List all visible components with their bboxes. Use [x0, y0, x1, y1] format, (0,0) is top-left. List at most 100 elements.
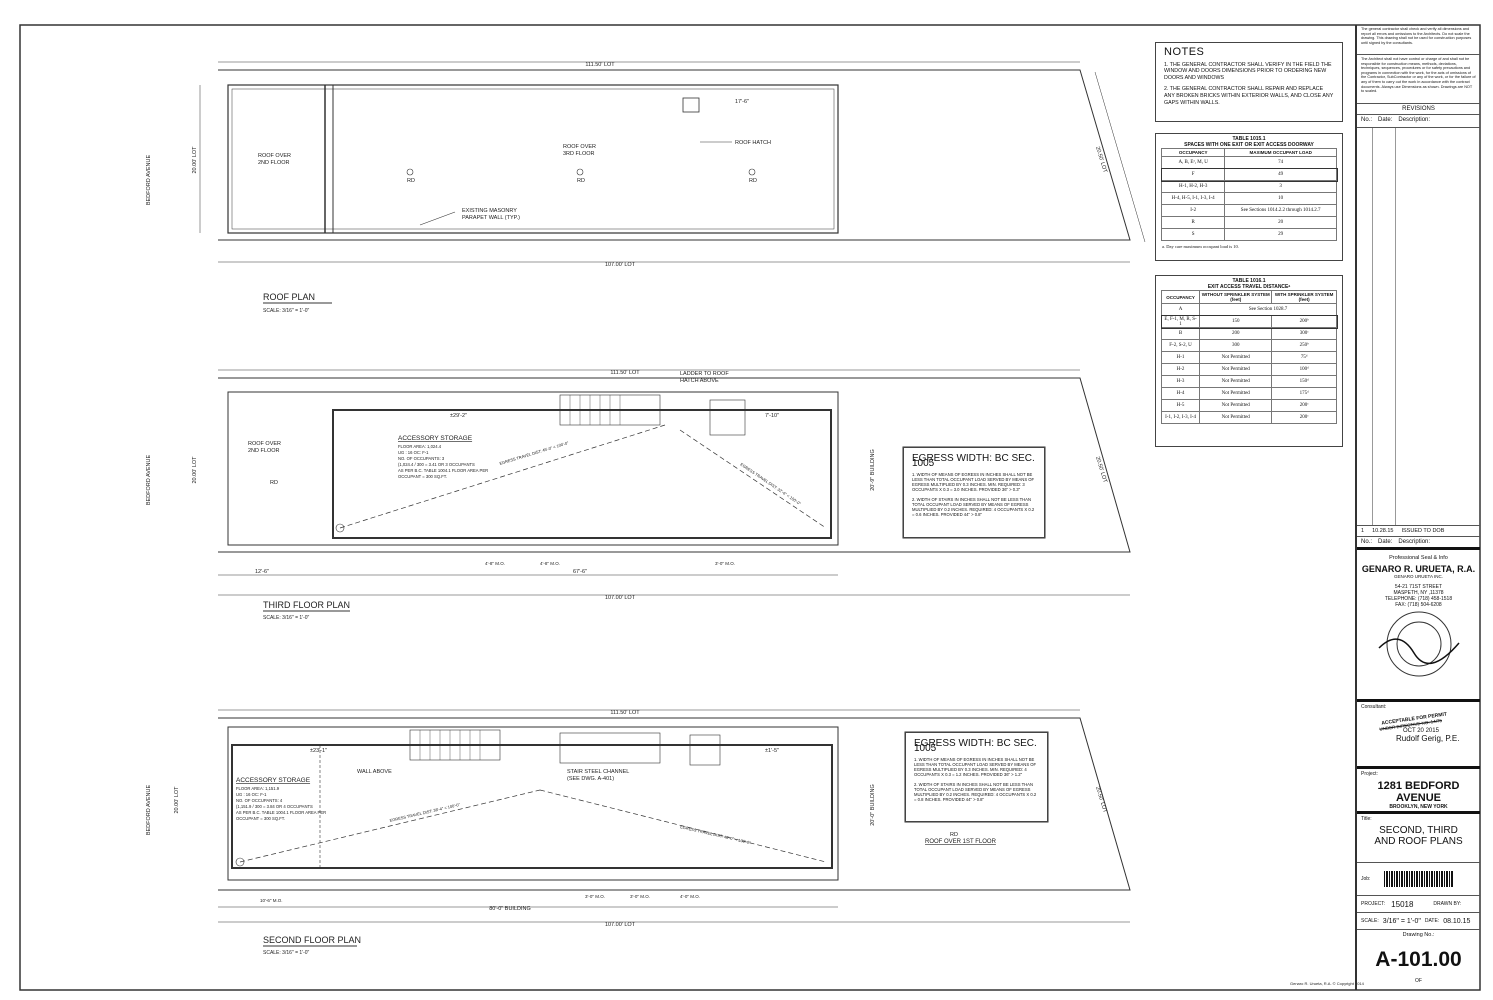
roof-label-left-1: ROOF OVER [258, 153, 291, 159]
second-dim-front: 10'-6" M.O. [260, 898, 282, 903]
table-cell: 74 [1224, 156, 1337, 169]
roof-dim-right: 20.50' LOT [1094, 146, 1108, 174]
date-label: DATE: [1424, 918, 1440, 924]
second-floor-scale: SCALE: 3/16" = 1'-0" [263, 950, 310, 956]
revisions-footer: No.: Date: Description: [1357, 537, 1480, 550]
disclaimer-2: The Architect shall not have control or … [1357, 55, 1480, 104]
street-label: BEDFORD AVENUE [146, 155, 152, 206]
roof-label-main-1: ROOF OVER [563, 144, 596, 150]
second-dim-left: 20.00' LOT [174, 786, 180, 814]
table-cell: Not Permitted [1199, 375, 1273, 388]
egress-width-box-second: EGRESS WIDTH: BC SEC. 1005 1. WIDTH OF M… [905, 732, 1048, 822]
third-dim-top: 111.50' LOT [610, 370, 640, 376]
project-section: Project: 1281 BEDFORD AVENUE BROOKLYN, N… [1357, 769, 1480, 814]
table-header: OCCUPANCY [1160, 148, 1226, 157]
rd-label: RD [577, 178, 585, 184]
table-cell: H-1, H-2, H-3 [1160, 180, 1226, 193]
room-info: NO. OF OCCUPANTS: 3 [398, 456, 445, 461]
room-info: (1,151.9 / 300 = 3.84 OR 4 OCCUPANTS [236, 804, 313, 809]
table-cell: See Section 1028.7 [1199, 303, 1337, 316]
third-dim-front: 12'-6" [255, 569, 269, 575]
roof-dim-top: 111.50' LOT [585, 62, 615, 68]
table-cell: 10 [1224, 192, 1337, 205]
revision-date: 10.28.15 [1372, 528, 1394, 534]
table-footnote: a. Day care maximum occupant load is 10. [1162, 244, 1239, 249]
room-info: AS PER B.C. TABLE 1004.1 FLOOR AREA PER [398, 468, 488, 473]
table-cell: I-2 [1160, 204, 1226, 217]
room-info: AS PER B.C. TABLE 1004.1 FLOOR AREA PER [236, 810, 326, 815]
egress-title: EGRESS WIDTH: BC SEC. 1005 [912, 453, 1035, 469]
revisions-title: REVISIONS [1357, 104, 1480, 115]
table-cell: 150ᵈ [1271, 375, 1337, 388]
drawing-of: OF [1415, 978, 1422, 984]
opening-dim: 4'-0" M.O. [680, 894, 700, 899]
table-subtitle: EXIT ACCESS TRAVEL DISTANCEᵃ [1207, 283, 1291, 290]
egress-width-box-third: EGRESS WIDTH: BC SEC. 1005 1. WIDTH OF M… [903, 447, 1045, 538]
parapet-label-1: EXISTING MASONRY [462, 208, 517, 214]
table-header: MAXIMUM OCCUPANT LOAD [1224, 148, 1337, 157]
roof-plan [199, 61, 1146, 263]
table-cell: Not Permitted [1199, 387, 1273, 400]
roof-label-main-2: 3RD FLOOR [563, 151, 595, 157]
col-date: Date: [1378, 539, 1393, 545]
consultant-label: Consultant: [1361, 704, 1387, 710]
col-no: No.: [1361, 539, 1373, 545]
third-dim-left: 20.00' LOT [192, 456, 198, 484]
stair-channel-label-1: STAIR STEEL CHANNEL [567, 769, 629, 775]
third-dim-bottom: 107.00' LOT [605, 595, 636, 601]
scale-label: SCALE: [1361, 918, 1379, 924]
table-cell: H-4 [1160, 387, 1201, 400]
third-label-left-1: ROOF OVER [248, 441, 281, 447]
egress-path-label: EGRESS TRAVEL DIST: 40'-0" < 100'-0" [680, 824, 752, 845]
job-section: Job: [1357, 863, 1480, 896]
third-dim-rear: 7'-10" [765, 413, 779, 419]
title-block: The general contractor shall check and v… [1355, 25, 1480, 990]
room-info: FLOOR AREA: 1,024.4 [398, 444, 442, 449]
room-info: FLOOR AREA: 1,151.9 [236, 786, 280, 791]
project-no-label: PROJECT: [1361, 901, 1386, 907]
parapet-label-2: PARAPET WALL (TYP.) [462, 215, 520, 221]
second-floor-title: SECOND FLOOR PLAN [263, 935, 361, 945]
project-no: 15018 [1391, 899, 1414, 909]
egress-item: 2. WIDTH OF STAIRS IN INCHES SHALL NOT B… [912, 497, 1035, 517]
table-cell: H-2 [1160, 363, 1201, 376]
table-cell: H-1 [1160, 351, 1201, 364]
table-cell: E, F-1, M, R, S-1 [1160, 315, 1201, 328]
room-info: OCCUPANT = 300 SQ.FT. [236, 816, 285, 821]
consultant-section: Consultant: ACCEPTABLE FOR PERMIT UNDER … [1357, 702, 1480, 769]
table-cell: A, B, Eᵃ, M, U [1160, 156, 1226, 169]
sheet-title: SECOND, THIRD [1379, 825, 1458, 836]
second-dim-height: 20'-0" BUILDING [870, 784, 876, 826]
room-info: NO. OF OCCUPANTS: 4 [236, 798, 283, 803]
table-cell: F-2, S-2, U [1160, 339, 1201, 352]
project-city: BROOKLYN, NEW YORK [1389, 804, 1448, 810]
street-label: BEDFORD AVENUE [146, 455, 152, 506]
table-cell: 300 [1199, 339, 1273, 352]
table-cell: F [1160, 168, 1226, 181]
table-header: OCCUPANCY [1160, 290, 1201, 304]
col-desc: Description: [1398, 539, 1431, 545]
drawing-no-label: Drawing No.: [1402, 932, 1435, 938]
roof-dim-bottom: 107.00' LOT [605, 262, 636, 268]
table-cell: H-5 [1160, 399, 1201, 412]
title-section: Title: SECOND, THIRD AND ROOF PLANS [1357, 814, 1480, 863]
third-label-left-2: 2ND FLOOR [248, 448, 280, 454]
table-cell: H-3 [1160, 375, 1201, 388]
copyright: Genaro R. Urueta, R.A. © Copyright 2014 [1290, 981, 1365, 986]
table-cell: 150 [1199, 315, 1273, 328]
table-cell: H-4, H-5, I-1, I-3, I-4 [1160, 192, 1226, 205]
